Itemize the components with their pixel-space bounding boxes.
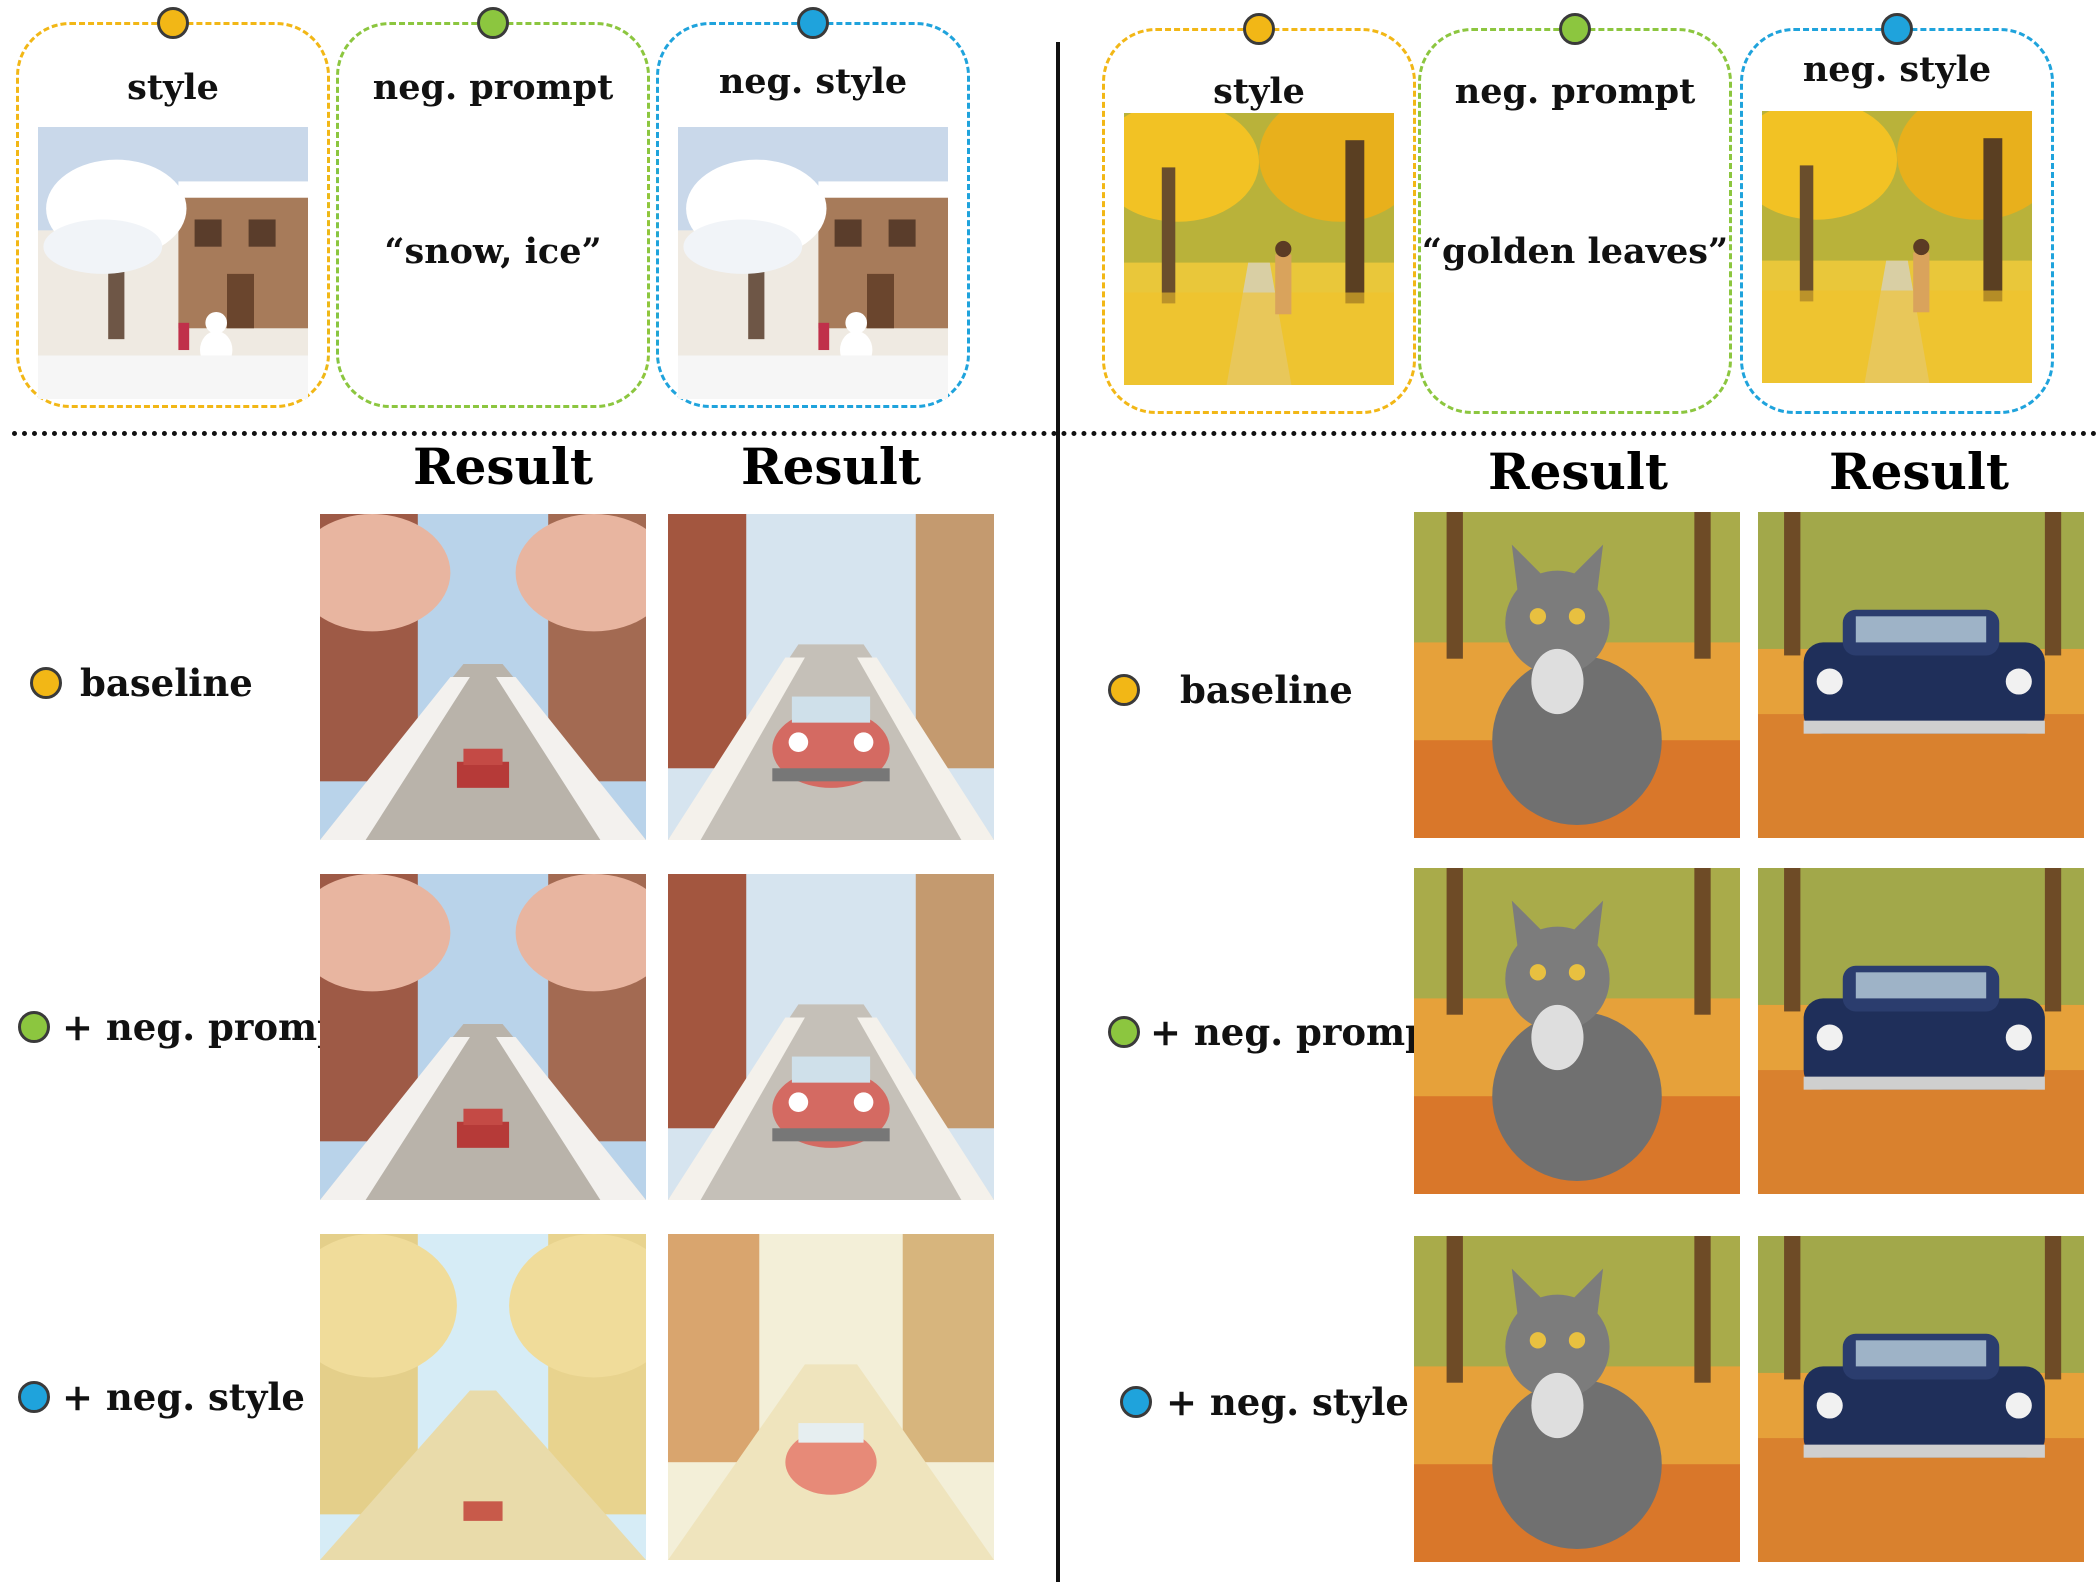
neg-prompt-dot-icon — [18, 1011, 50, 1043]
neg-prompt-text: “golden leaves” — [1421, 231, 1729, 272]
neg-style-label: neg. style — [1802, 49, 1992, 90]
result-heading: Result — [741, 437, 921, 496]
row-label-neg-style: + neg. style — [18, 1375, 305, 1419]
result-heading: Result — [413, 437, 593, 496]
result-image — [668, 1234, 994, 1560]
result-image — [1414, 512, 1740, 838]
result-image — [1414, 1236, 1740, 1562]
left-panel: style neg. prompt “snow, ice” neg. style… — [16, 7, 1050, 1582]
neg-style-reference-image — [678, 127, 948, 399]
row-label-text: baseline — [80, 661, 253, 705]
neg-style-dot-icon — [797, 7, 829, 39]
neg-prompt-dot-icon — [477, 7, 509, 39]
result-image — [1414, 868, 1740, 1194]
neg-style-card: neg. style — [656, 7, 970, 408]
result-image — [668, 874, 994, 1200]
baseline-dot-icon — [30, 667, 62, 699]
style-reference-image — [38, 127, 308, 399]
style-label: style — [1213, 71, 1305, 112]
neg-prompt-dot-icon — [1559, 13, 1591, 45]
right-panel: style neg. prompt “golden leaves” neg. s… — [1050, 0, 2100, 1582]
neg-style-dot-icon — [1120, 1386, 1152, 1418]
neg-prompt-label: neg. prompt — [372, 67, 614, 108]
row-label-baseline: baseline — [30, 661, 253, 705]
row-label-baseline: baseline — [1108, 668, 1353, 712]
row-label-text: + neg. prompt — [62, 1005, 361, 1049]
result-heading: Result — [1829, 442, 2009, 501]
style-card: style — [1102, 13, 1416, 414]
neg-prompt-dot-icon — [1108, 1016, 1140, 1048]
row-label-text: + neg. prompt — [1150, 1010, 1449, 1054]
neg-prompt-card: neg. prompt “snow, ice” — [336, 7, 650, 408]
result-image — [320, 874, 646, 1200]
style-label: style — [127, 67, 219, 108]
neg-style-dot-icon — [18, 1381, 50, 1413]
neg-style-dot-icon — [1881, 13, 1913, 45]
row-label-text: baseline — [1180, 668, 1353, 712]
baseline-dot-icon — [1108, 674, 1140, 706]
result-image — [668, 514, 994, 840]
row-label-neg-prompt: + neg. prompt — [18, 1005, 360, 1049]
neg-prompt-label: neg. prompt — [1454, 71, 1696, 112]
row-label-text: + neg. style — [1166, 1380, 1409, 1424]
neg-style-label: neg. style — [718, 61, 908, 102]
result-image — [1758, 1236, 2084, 1562]
result-image — [1758, 512, 2084, 838]
neg-prompt-card: neg. prompt “golden leaves” — [1418, 13, 1732, 414]
neg-style-card: neg. style — [1740, 13, 2054, 414]
result-image — [1758, 868, 2084, 1194]
style-dot-icon — [1243, 13, 1275, 45]
section-divider-dotted — [12, 431, 2098, 436]
panel-divider-vertical — [1056, 42, 1060, 1582]
row-label-text: + neg. style — [62, 1375, 305, 1419]
style-reference-image — [1124, 113, 1394, 385]
row-label-neg-prompt: + neg. prompt — [1108, 1010, 1448, 1054]
style-dot-icon — [157, 7, 189, 39]
neg-prompt-text: “snow, ice” — [384, 231, 602, 272]
row-label-neg-style: + neg. style — [1120, 1380, 1409, 1424]
result-image — [320, 514, 646, 840]
result-heading: Result — [1488, 442, 1668, 501]
style-card: style — [16, 7, 330, 408]
result-image — [320, 1234, 646, 1560]
neg-style-reference-image — [1762, 111, 2032, 383]
